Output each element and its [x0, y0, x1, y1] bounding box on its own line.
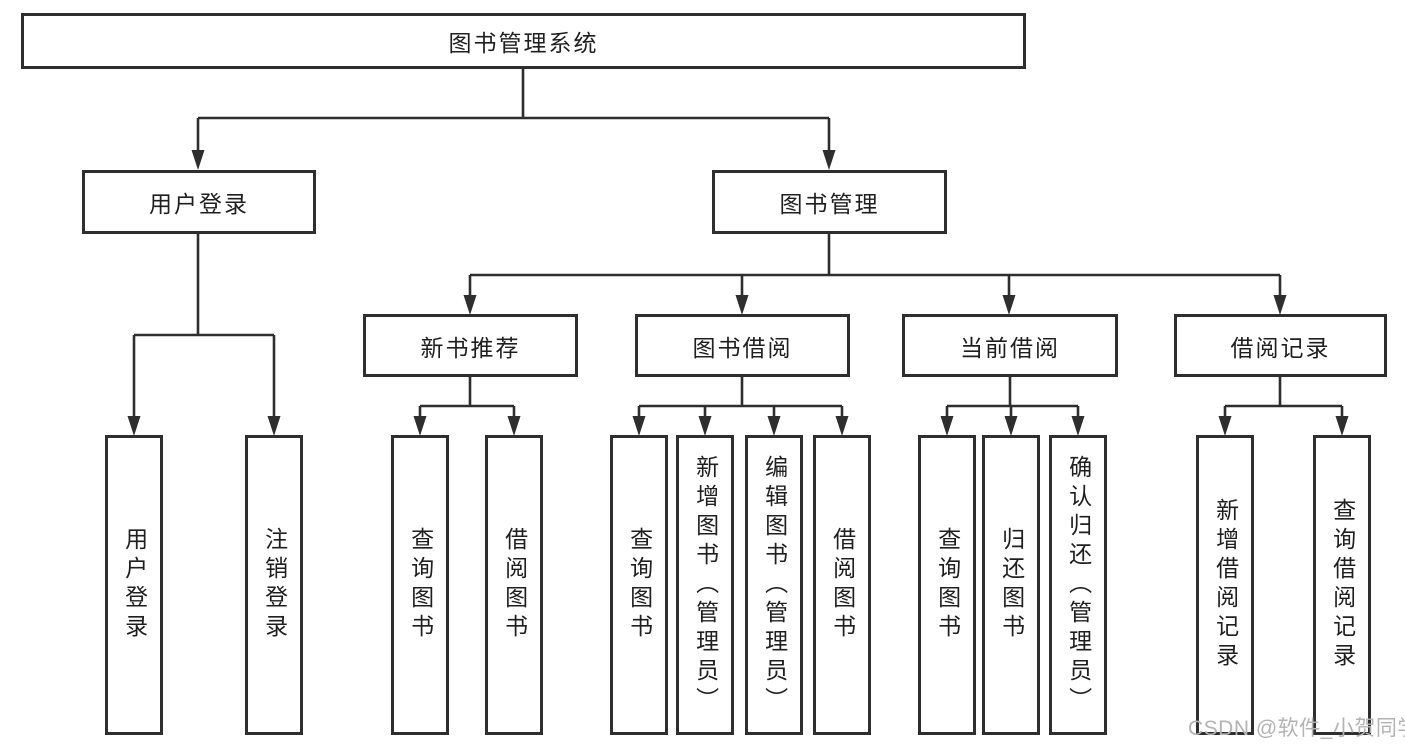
leaf-add-books-admin: 新增图书（管理员） — [676, 435, 734, 735]
node-label: 图书借阅 — [692, 334, 793, 361]
node-library-system: 图书管理系统 — [21, 13, 1026, 69]
node-label: 图书管理 — [779, 191, 880, 217]
leaf-edit-books-admin: 编辑图书（管理员） — [745, 435, 803, 735]
node-book-borrow: 图书借阅 — [635, 314, 850, 377]
node-label: 新书推荐 — [420, 334, 521, 361]
node-borrow-records: 借阅记录 — [1174, 314, 1387, 377]
node-label: 新增借阅记录 — [1212, 498, 1239, 672]
node-label: 用户登录 — [121, 527, 148, 643]
node-label: 借阅图书 — [501, 527, 528, 643]
node-label: 借阅记录 — [1230, 334, 1331, 361]
leaf-query-books-recommend: 查询图书 — [391, 435, 449, 735]
node-label: 当前借阅 — [960, 334, 1060, 361]
leaf-query-books-borrow: 查询图书 — [610, 435, 668, 735]
leaf-borrow-books-recommend: 借阅图书 — [485, 435, 543, 735]
node-label: 借阅图书 — [829, 527, 856, 643]
leaf-query-books-current: 查询图书 — [918, 435, 976, 735]
node-label: 注销登录 — [261, 527, 288, 643]
node-user-login: 用户登录 — [82, 170, 316, 234]
node-new-book-recommend: 新书推荐 — [363, 314, 578, 377]
leaf-confirm-return-admin: 确认归还（管理员） — [1049, 435, 1107, 735]
node-label: 编辑图书（管理员） — [761, 454, 788, 716]
leaf-logout: 注销登录 — [245, 435, 303, 735]
leaf-query-borrow-record: 查询借阅记录 — [1313, 435, 1371, 735]
leaf-return-books: 归还图书 — [982, 435, 1040, 735]
node-label: 查询图书 — [407, 527, 434, 643]
leaf-user-login: 用户登录 — [105, 435, 163, 735]
node-label: 归还图书 — [998, 527, 1025, 643]
node-label: 查询图书 — [934, 527, 961, 643]
node-label: 确认归还（管理员） — [1065, 454, 1092, 716]
node-label: 查询图书 — [626, 527, 653, 643]
csdn-watermark: CSDN @软件_小贺同学 — [1188, 717, 1405, 740]
node-label: 新增图书（管理员） — [692, 454, 719, 716]
node-current-borrow: 当前借阅 — [902, 314, 1118, 377]
leaf-borrow-books: 借阅图书 — [813, 435, 871, 735]
node-label: 用户登录 — [149, 191, 249, 217]
node-book-management: 图书管理 — [712, 170, 947, 234]
node-label: 图书管理系统 — [448, 30, 599, 56]
connector-strokes — [132, 69, 1344, 416]
arrowhead-icons — [127, 150, 1349, 436]
node-label: 查询借阅记录 — [1329, 498, 1356, 672]
leaf-add-borrow-record: 新增借阅记录 — [1196, 435, 1254, 735]
